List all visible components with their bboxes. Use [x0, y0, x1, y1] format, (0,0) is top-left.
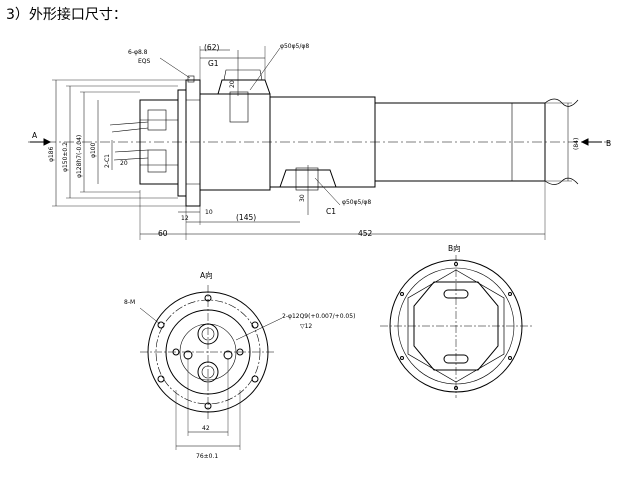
view-b-title: B向	[448, 243, 461, 253]
dim-20-left: 20	[120, 160, 128, 167]
c1-label: C1	[326, 207, 336, 216]
eqs-label: EQS	[138, 58, 151, 65]
port-bottom-label: φ50φ5/φ8	[342, 199, 371, 206]
flange-inner	[177, 89, 187, 197]
view-a-bore-spec: 2-φ12Q9(+0.007/+0.05)	[282, 313, 355, 320]
view-a-title: A向	[200, 270, 213, 280]
view-a-bore-depth: ▽12	[300, 323, 312, 330]
dia-128: φ128h7(-0.04)	[76, 135, 83, 178]
dim-452: 452	[358, 229, 373, 238]
dim-10: 10	[205, 209, 213, 216]
right-tube	[374, 102, 546, 182]
arrow-b	[580, 138, 602, 146]
arrow-a	[30, 138, 52, 146]
dim-12: 12	[181, 215, 189, 222]
dia-150: φ150±0.2	[62, 142, 69, 172]
view-a-holes-label: 8-M	[124, 299, 135, 306]
dim-30-bottom: 30	[299, 194, 306, 202]
dim-76: 76±0.1	[196, 453, 218, 460]
flange	[185, 79, 201, 207]
dim-20-top: 20	[229, 80, 236, 88]
side-view	[28, 46, 610, 240]
top-port	[217, 79, 271, 95]
holes-spec-label: 6-φ8.8	[128, 49, 148, 56]
label-a: A	[32, 131, 38, 140]
port-top-label: φ50φ5/φ8	[280, 43, 309, 50]
dim-62: (62)	[204, 43, 219, 52]
label-b: B	[606, 139, 611, 148]
view-a	[139, 285, 283, 450]
dia-100: φ100	[90, 142, 97, 158]
page-title: 3）外形接口尺寸：	[6, 7, 127, 23]
dia-186: φ186	[48, 146, 55, 162]
dim-60: 60	[158, 229, 168, 238]
dim-145: (145)	[236, 213, 256, 222]
dim-42: 42	[202, 425, 210, 432]
dim-84: (84)	[573, 138, 580, 150]
view-b	[380, 255, 532, 398]
slot-2c1: 2-C1	[104, 154, 111, 168]
view-b-octagon	[413, 281, 499, 371]
g1-top-label: G1	[208, 59, 219, 68]
